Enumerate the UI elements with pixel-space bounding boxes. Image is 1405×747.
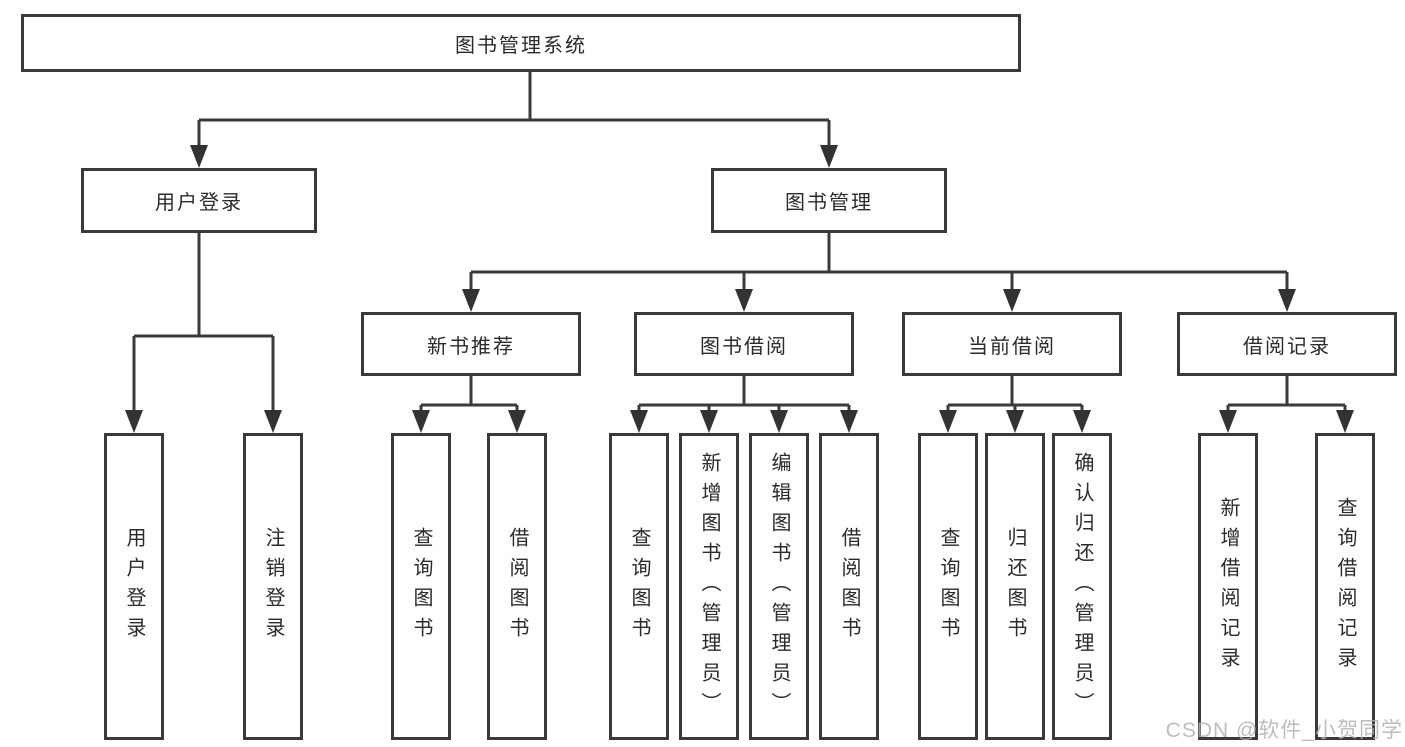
leaf-query-books-recommend-label: 查询图书 [410, 526, 432, 647]
leaf-user-login-label: 用户登录 [123, 526, 145, 647]
node-book-management: 图书管理 [711, 168, 947, 233]
node-book-borrow-label: 图书借阅 [700, 335, 788, 358]
leaf-query-books-current-label: 查询图书 [937, 526, 959, 647]
node-user-login: 用户登录 [81, 168, 317, 233]
node-new-book-recommend-label: 新书推荐 [427, 335, 515, 358]
leaf-borrow-books-label: 借阅图书 [838, 526, 860, 647]
node-book-management-label: 图书管理 [785, 192, 873, 214]
leaf-add-borrow-record: 新增借阅记录 [1198, 433, 1258, 740]
leaf-confirm-return-admin: 确认归还（管理员） [1052, 433, 1112, 740]
node-current-borrow: 当前借阅 [902, 312, 1122, 376]
node-book-borrow: 图书借阅 [634, 312, 854, 376]
leaf-edit-book-admin-label: 编辑图书（管理员） [768, 451, 790, 722]
leaf-query-books-current: 查询图书 [918, 433, 978, 740]
leaf-query-borrow-record: 查询借阅记录 [1315, 433, 1375, 740]
leaf-logout-label: 注销登录 [262, 526, 284, 647]
node-user-login-label: 用户登录 [155, 192, 243, 214]
node-root-label: 图书管理系统 [455, 34, 587, 57]
leaf-return-book-label: 归还图书 [1004, 526, 1026, 647]
node-borrow-records-label: 借阅记录 [1243, 335, 1331, 358]
node-root: 图书管理系统 [21, 14, 1021, 72]
leaf-add-borrow-record-label: 新增借阅记录 [1217, 496, 1239, 677]
leaf-add-book-admin-label: 新增图书（管理员） [698, 451, 720, 722]
node-current-borrow-label: 当前借阅 [968, 335, 1056, 358]
watermark: CSDN @软件_小贺同学 [1165, 719, 1403, 742]
leaf-borrow-books-recommend-label: 借阅图书 [506, 526, 528, 647]
leaf-query-books-borrow-label: 查询图书 [628, 526, 650, 647]
leaf-query-books-recommend: 查询图书 [391, 433, 451, 740]
leaf-confirm-return-admin-label: 确认归还（管理员） [1071, 451, 1093, 722]
leaf-logout: 注销登录 [243, 433, 303, 740]
leaf-edit-book-admin: 编辑图书（管理员） [749, 433, 809, 740]
leaf-user-login: 用户登录 [104, 433, 164, 740]
leaf-add-book-admin: 新增图书（管理员） [679, 433, 739, 740]
node-borrow-records: 借阅记录 [1177, 312, 1397, 376]
leaf-query-books-borrow: 查询图书 [609, 433, 669, 740]
leaf-borrow-books-recommend: 借阅图书 [487, 433, 547, 740]
leaf-borrow-books: 借阅图书 [819, 433, 879, 740]
node-new-book-recommend: 新书推荐 [361, 312, 581, 376]
leaf-query-borrow-record-label: 查询借阅记录 [1334, 496, 1356, 677]
leaf-return-book: 归还图书 [985, 433, 1045, 740]
